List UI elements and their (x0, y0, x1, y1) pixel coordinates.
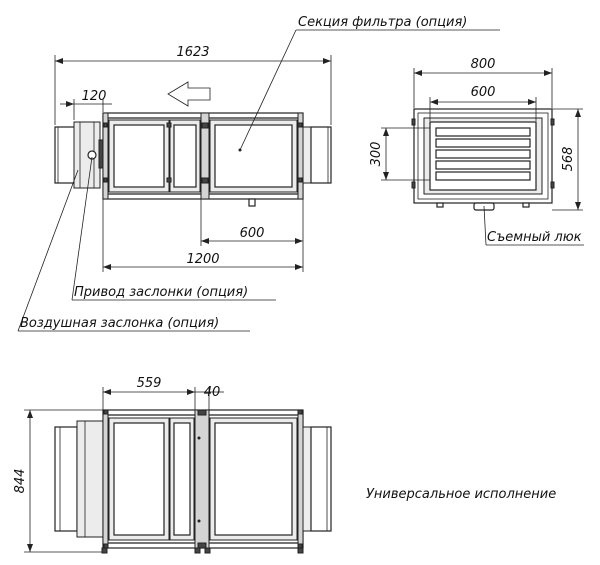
label-filter-section: Секция фильтра (опция) (298, 15, 467, 30)
side-view-top: 1623 120 600 1200 Секция фильтра (опция)… (17, 15, 500, 332)
dim-bottom-section: 559 (137, 376, 162, 391)
damper-louvers (435, 127, 531, 181)
label-removable-hatch: Съемный люк (487, 230, 582, 245)
label-universal-version: Универсальное исполнение (366, 487, 556, 502)
bottom-outlet-duct (310, 426, 332, 532)
dim-bottom-gap: 40 (204, 385, 221, 400)
bottom-inlet-duct (54, 426, 78, 532)
label-damper-drive: Привод заслонки (опция) (74, 285, 248, 300)
dim-body-length: 1200 (186, 252, 219, 267)
outlet-duct-spigot (310, 126, 332, 184)
label-air-damper: Воздушная заслонка (опция) (20, 316, 219, 331)
dim-end-height: 568 (561, 147, 576, 172)
dim-total-length: 1623 (176, 45, 209, 60)
dim-filter-section-length: 600 (240, 226, 265, 241)
dim-damper-length: 120 (82, 89, 107, 104)
dim-bottom-height: 844 (13, 469, 28, 494)
dim-end-width: 800 (471, 57, 496, 72)
airflow-arrow-icon (167, 81, 211, 107)
end-view: 800 600 300 568 Съемный люк (369, 57, 584, 246)
dim-opening-height: 300 (369, 142, 384, 167)
dim-opening-width: 600 (471, 85, 496, 100)
side-view-bottom: 559 40 844 Универсальное исполнение (13, 376, 556, 554)
